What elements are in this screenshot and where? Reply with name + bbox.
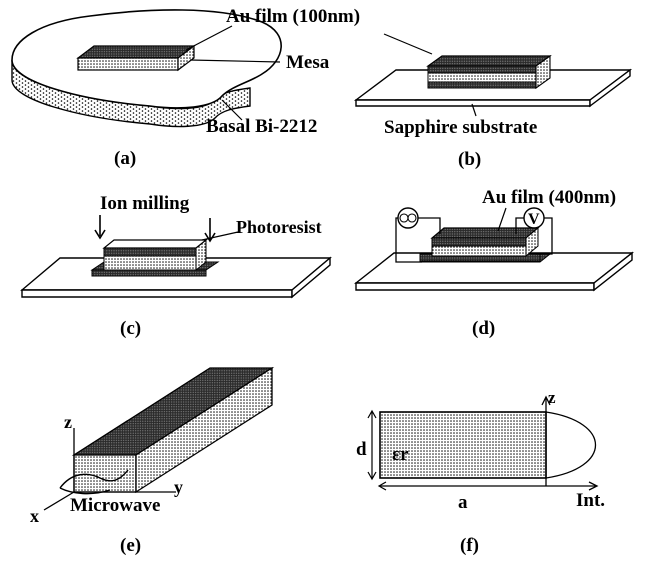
photoresist-layer xyxy=(102,239,208,249)
sapphire-substrate-label: Sapphire substrate xyxy=(384,117,537,138)
caption-f: (f) xyxy=(460,535,479,556)
panel-d: V Au film (400nm) (d) xyxy=(353,187,635,339)
mesa-block xyxy=(76,44,196,72)
cross-section-rect xyxy=(379,411,547,479)
panel-e: z y x Microwave (e) xyxy=(30,366,275,556)
au-film-400-label: Au film (400nm) xyxy=(482,187,616,208)
bar-front-face xyxy=(73,454,137,493)
caption-a: (a) xyxy=(114,148,136,169)
axis-y-label-e: y xyxy=(174,477,183,497)
stack-c xyxy=(102,238,208,272)
ion-milling-label: Ion milling xyxy=(100,193,190,214)
au-film-100-label: Au film (100nm) xyxy=(226,6,360,27)
height-d-label: d xyxy=(356,439,367,460)
axis-z-label-f: z xyxy=(548,388,556,407)
permittivity-label: εr xyxy=(392,444,409,465)
au-film-leader-d xyxy=(497,207,507,232)
microwave-wave-upper xyxy=(59,469,129,489)
bar-side-face xyxy=(135,366,273,494)
ion-milling-arrows xyxy=(94,215,216,243)
sapphire-substrate-side xyxy=(589,68,631,108)
microwave-label: Microwave xyxy=(70,495,160,516)
stack-b xyxy=(426,54,552,90)
panel-f: z d εr a Int. (f) xyxy=(356,388,605,556)
stack-d xyxy=(430,226,540,258)
axis-x-label-e: x xyxy=(30,506,39,526)
voltmeter-symbol: V xyxy=(528,211,540,228)
width-a-label: a xyxy=(458,492,468,513)
basal-label: Basal Bi-2212 xyxy=(206,116,317,137)
sapphire-substrate-front xyxy=(355,99,591,107)
mesa-leader xyxy=(189,59,281,63)
caption-d: (d) xyxy=(472,318,495,339)
panel-c: Ion milling Photoresist (c) xyxy=(20,193,332,339)
basal-strip-c xyxy=(91,269,207,277)
caption-c: (c) xyxy=(120,318,141,339)
mesa-label: Mesa xyxy=(286,52,330,73)
panel-b: Sapphire substrate (b) xyxy=(353,33,633,170)
substrate-c-front xyxy=(21,289,293,298)
measurement-circuit: V xyxy=(395,207,553,263)
intensity-label: Int. xyxy=(576,490,605,511)
intensity-profile xyxy=(545,411,597,479)
substrate-c-side xyxy=(291,256,331,299)
photoresist-label: Photoresist xyxy=(236,217,322,237)
microwave-wave-lower xyxy=(59,487,111,495)
caption-e: (e) xyxy=(120,535,141,556)
axis-z-label-e: z xyxy=(64,412,72,432)
basal-leader xyxy=(221,99,243,121)
caption-b: (b) xyxy=(458,149,481,170)
photoresist-leader xyxy=(201,231,239,241)
substrate-d-front xyxy=(355,282,595,291)
axes-e xyxy=(43,428,176,511)
au-film-leader-b xyxy=(383,33,433,55)
substrate-leader xyxy=(471,103,477,117)
panel-a: Au film (100nm) Mesa Basal Bi-2212 (a) xyxy=(11,6,360,169)
au-film-leader-a xyxy=(185,25,233,51)
substrate-d-side xyxy=(593,251,633,292)
voltmeter-icon xyxy=(523,207,545,229)
